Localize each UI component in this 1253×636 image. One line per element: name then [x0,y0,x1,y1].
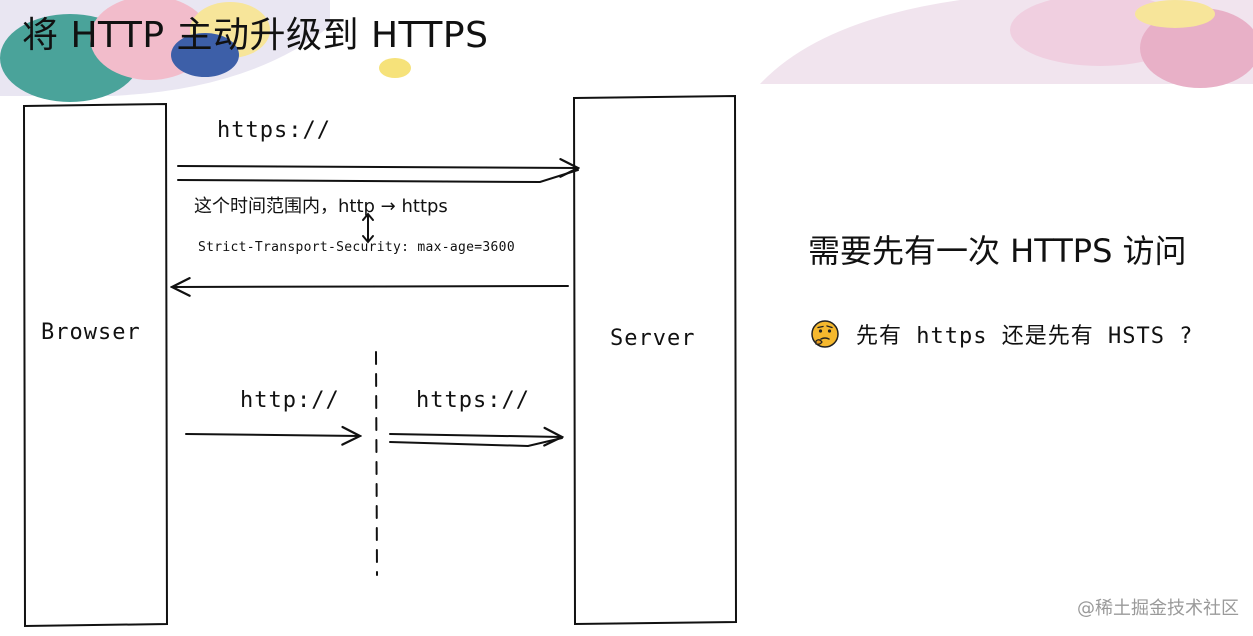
response-note: 这个时间范围内，http → https [194,192,448,218]
watermark: @稀土掘金技术社区 [1077,598,1239,619]
question-line: 先有 https 还是先有 HSTS ? [810,318,1193,350]
redirect-from-label: http:// [240,388,340,413]
response-note-text: 这个时间范围内，http → https [194,196,448,217]
thinking-face-icon [811,320,839,348]
browser-box [22,102,169,628]
redirect-arrow-https [389,434,562,437]
hsts-header-text: Strict-Transport-Security: max-age=3600 [198,240,515,255]
redirect-to-label: https:// [416,388,530,413]
double-headed-arrow-icon [362,212,374,244]
dashed-separator [375,351,378,576]
question-text: 先有 https 还是先有 HSTS ? [856,324,1194,349]
response-arrow [172,286,569,287]
server-box [572,94,738,626]
server-label: Server [610,326,696,351]
page-title: 将 HTTP 主动升级到 HTTPS [22,15,489,56]
side-heading: 需要先有一次 HTTPS 访问 [808,232,1187,270]
browser-label: Browser [41,320,141,345]
request-https-label: https:// [217,118,331,143]
redirect-arrow-http [185,434,360,436]
request-arrow [177,166,578,168]
